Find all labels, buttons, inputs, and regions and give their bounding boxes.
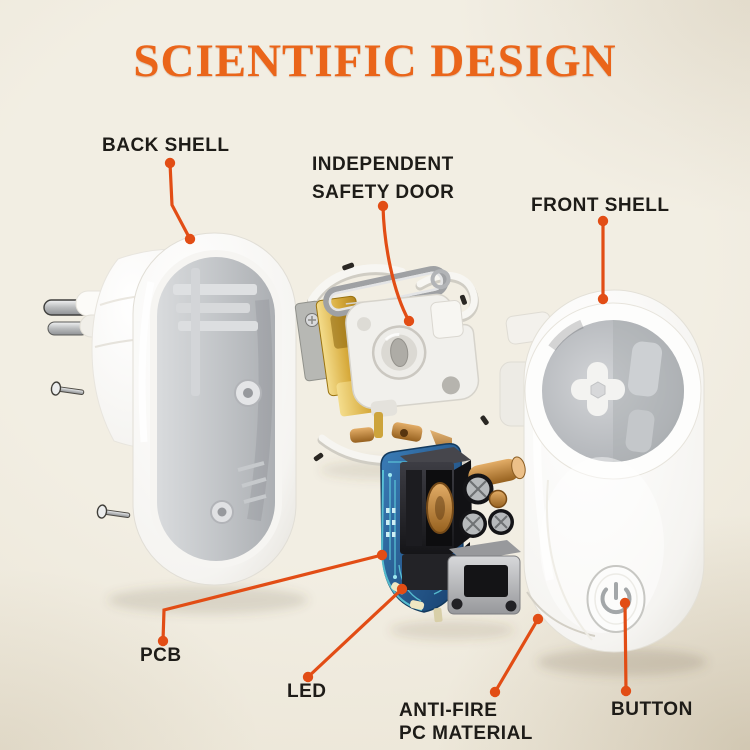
- label-pcb: PCB: [140, 645, 182, 666]
- leader-led: [302, 583, 408, 683]
- leader-button: [619, 597, 632, 697]
- label-anti-fire-line2: PC MATERIAL: [399, 723, 533, 744]
- leader-anti-fire: [489, 613, 544, 698]
- leader-front-shell: [597, 215, 609, 305]
- front-shell-illustration: [499, 289, 707, 676]
- pcb-illustration: [380, 442, 526, 640]
- power-icon: [600, 582, 632, 614]
- back-shell-illustration: [43, 232, 308, 614]
- metal-bracket: [447, 540, 521, 615]
- label-safety-door-line2: SAFETY DOOR: [312, 182, 455, 203]
- screw: [96, 504, 131, 519]
- label-independent-safety-door: INDEPENDENT SAFETY DOOR: [312, 151, 454, 207]
- label-anti-fire-pc-material: ANTI-FIRE PC MATERIAL: [399, 699, 533, 745]
- leader-back-shell: [164, 157, 196, 245]
- capacitors: [459, 456, 526, 538]
- label-front-shell: FRONT SHELL: [531, 195, 670, 216]
- safety-door-illustration: [294, 262, 489, 480]
- label-safety-door-line1: INDEPENDENT: [312, 154, 454, 175]
- page-title: SCIENTIFIC DESIGN: [133, 35, 617, 87]
- screw: [50, 381, 85, 396]
- transformer: [400, 447, 472, 590]
- leader-lines: [157, 157, 632, 698]
- label-anti-fire-line1: ANTI-FIRE: [399, 700, 498, 721]
- label-led: LED: [287, 681, 327, 702]
- power-button: [586, 565, 646, 633]
- leader-pcb: [157, 549, 388, 647]
- label-back-shell: BACK SHELL: [102, 135, 230, 156]
- label-button: BUTTON: [611, 699, 693, 720]
- socket-center-boss: [571, 362, 625, 416]
- leader-safety-door: [377, 200, 415, 327]
